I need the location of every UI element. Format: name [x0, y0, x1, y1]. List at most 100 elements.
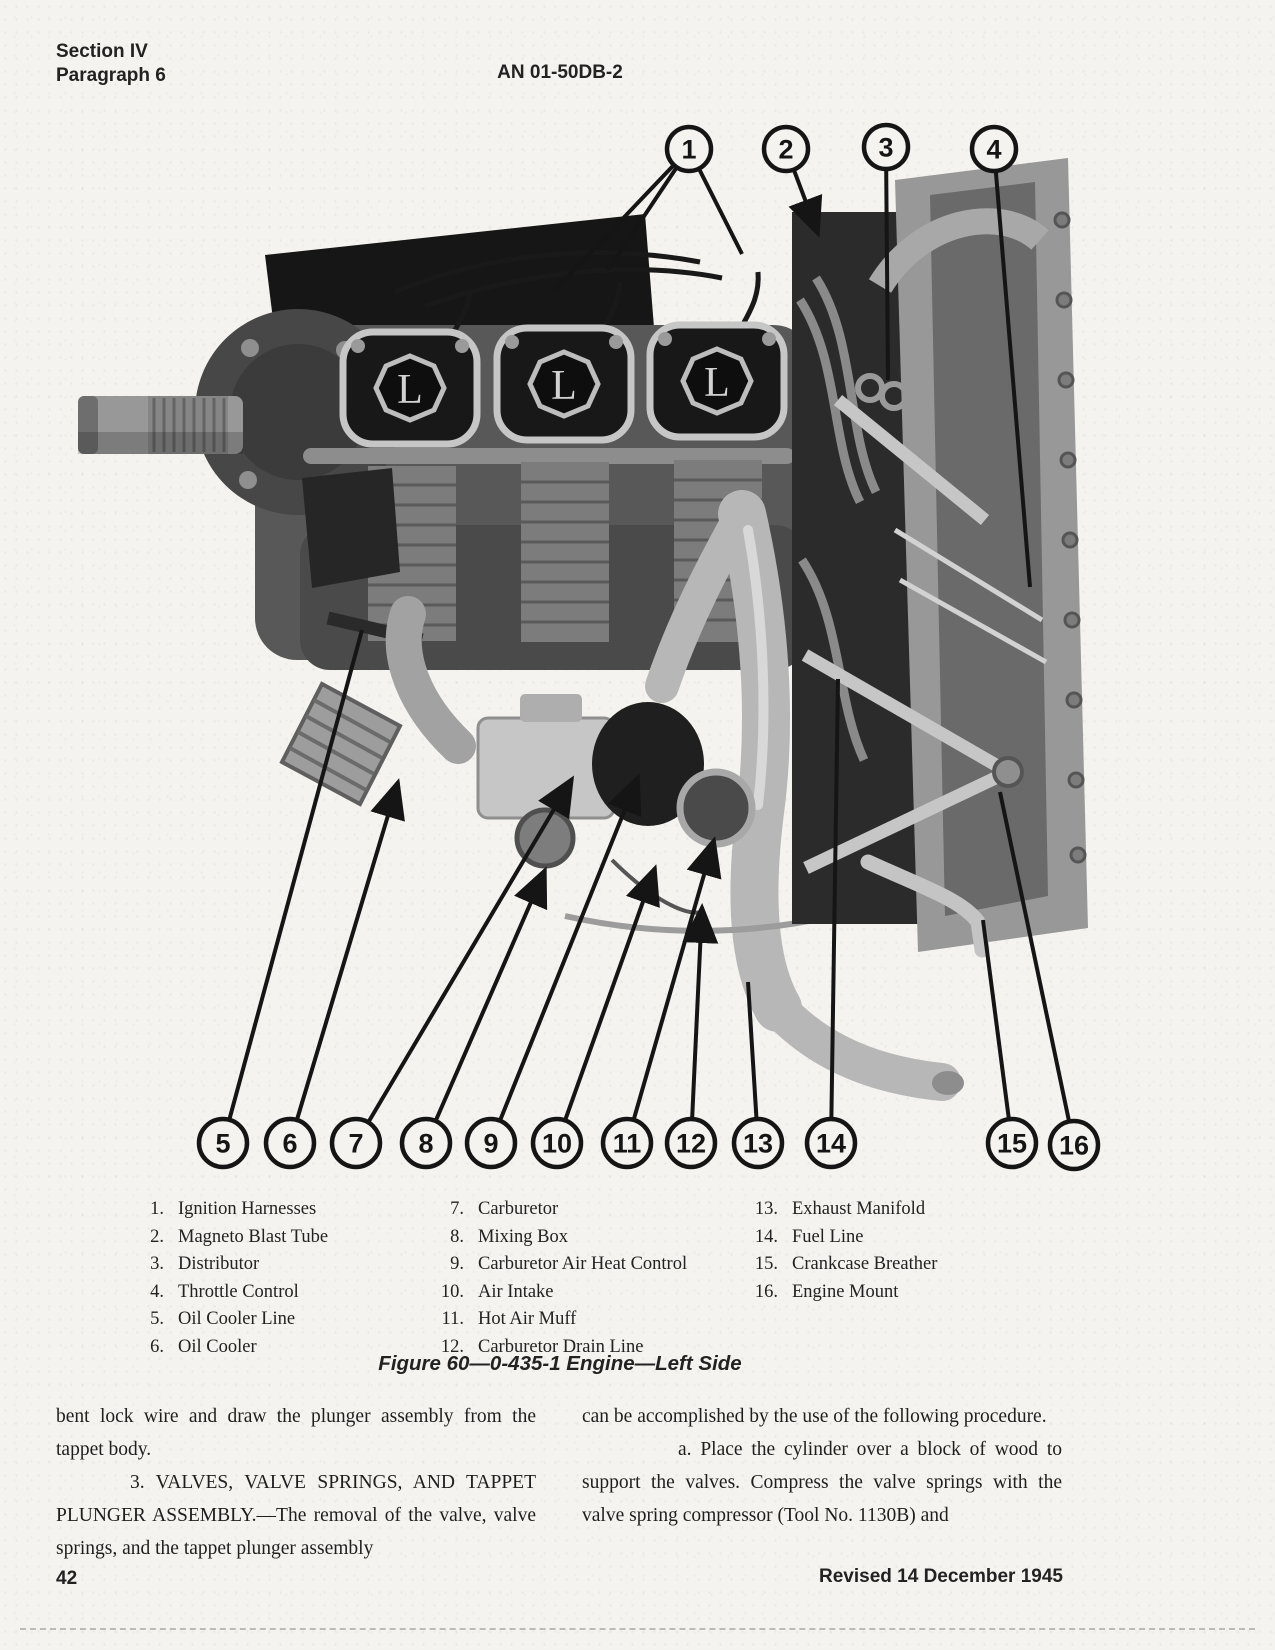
callout-leader-line-3 — [884, 168, 890, 381]
callout-leader-line-11 — [631, 836, 722, 1121]
shadow-backdrop — [265, 214, 655, 360]
legend-item-number: 1. — [150, 1199, 164, 1219]
muff-opening — [676, 768, 756, 848]
engine-figure: L L L — [0, 100, 1275, 1175]
valve-covers: L L L — [339, 321, 788, 448]
svg-text:L: L — [704, 360, 730, 406]
legend-column-3: 13. Exhaust Manifold 14. Fuel Line 15.Crankc… — [742, 1196, 1062, 1306]
doc-number: AN 01-50DB-2 — [497, 62, 623, 83]
legend-item-label: Carburetor — [478, 1199, 559, 1219]
callout-8: 8 — [399, 1116, 453, 1170]
callout-leader-line-7 — [366, 775, 575, 1124]
legend-item-label: Air Intake — [478, 1281, 554, 1302]
intake-elbow — [385, 596, 476, 764]
callout-leader-line-5 — [227, 629, 364, 1121]
svg-text:11: 11 — [613, 1129, 642, 1159]
callout-leader-line-1 — [606, 166, 679, 272]
callout-4: 4 — [969, 124, 1019, 174]
legend-item-number: 14. — [754, 1226, 778, 1247]
svg-text:1: 1 — [681, 135, 696, 165]
legend-item: 7.Carburetor — [428, 1196, 758, 1224]
callout-leader-line-10 — [563, 864, 660, 1122]
legend-item: 13. Exhaust Manifold — [742, 1196, 1062, 1224]
accessory-tubes — [796, 275, 881, 762]
callout-leader-line-6 — [294, 778, 405, 1121]
svg-text:13: 13 — [743, 1129, 773, 1159]
callout-leader-line-14 — [829, 678, 840, 1120]
legend-item-number: 10. — [440, 1281, 464, 1302]
body-left-column: bent lock wire and draw the plunger asse… — [56, 1400, 536, 1565]
svg-text:L: L — [551, 363, 577, 409]
svg-text:16: 16 — [1059, 1131, 1089, 1161]
legend-item: 3.Distributor — [128, 1251, 428, 1279]
legend-item-number: 16. — [754, 1281, 778, 1302]
legend-item-number: 6. — [150, 1336, 164, 1357]
callout-6: 6 — [263, 1116, 317, 1170]
shaft-shading — [78, 432, 243, 454]
legend-item: 15.Crankcase Breather — [742, 1251, 1062, 1279]
bolt — [241, 339, 259, 357]
legend-item-number: 15. — [754, 1254, 778, 1275]
callout-13: 13 — [731, 1116, 785, 1170]
callout-15: 15 — [985, 1116, 1039, 1170]
nose-case-hub — [230, 344, 366, 480]
legend-item: 10. Air Intake — [428, 1279, 758, 1307]
callout-10: 10 — [530, 1116, 584, 1170]
body-paragraph: can be accomplished by the use of the fo… — [582, 1406, 1047, 1427]
svg-text:5: 5 — [215, 1129, 230, 1159]
engine-mount — [801, 394, 1012, 874]
body-paragraph: bent lock wire and draw the plunger asse… — [56, 1406, 536, 1460]
legend-item: 12.Carburetor Drain Line — [428, 1334, 758, 1362]
page-number: 42 — [56, 1568, 78, 1589]
callout-7: 7 — [329, 1116, 383, 1170]
legend-item-label: Carburetor Air Heat Control — [478, 1254, 688, 1275]
valve-cover: L — [646, 321, 788, 441]
legend-item-label: Fuel Line — [792, 1226, 864, 1247]
legend-item-label: Oil Cooler — [178, 1336, 257, 1357]
callout-14: 14 — [804, 1116, 858, 1170]
figure-caption: Figure 60—0-435-1 Engine—Left Side — [378, 1352, 742, 1375]
firewall-rivets — [1053, 211, 1087, 864]
paragraph-number: Paragraph 6 — [56, 65, 166, 86]
legend-item: 1.Ignition Harnesses — [128, 1196, 428, 1224]
svg-text:14: 14 — [816, 1129, 846, 1159]
legend-item-label: Carburetor Drain Line — [478, 1336, 644, 1357]
callout-leader-line-12 — [682, 903, 719, 1120]
body-right-column: can be accomplished by the use of the fo… — [582, 1400, 1062, 1532]
callout-leader-line-2 — [788, 168, 823, 238]
valve-cover: L — [493, 324, 635, 444]
callout-2: 2 — [761, 124, 811, 174]
legend-item-number: 11. — [441, 1309, 464, 1330]
callout-leader-line-8 — [433, 866, 548, 1122]
legend-item-label: Mixing Box — [478, 1226, 568, 1247]
svg-text:9: 9 — [483, 1129, 498, 1159]
legend-item-number: 8. — [450, 1226, 464, 1247]
callout-leader-line-1 — [551, 163, 676, 294]
firewall-shade — [930, 182, 1048, 916]
legend-item: 11. Hot Air Muff — [428, 1306, 758, 1334]
callout-5: 5 — [196, 1116, 250, 1170]
callout-leader-line-9 — [498, 773, 642, 1122]
svg-text:3: 3 — [878, 133, 893, 163]
legend-item: 9.Carburetor Air Heat Control — [428, 1251, 758, 1279]
valve-cover: L — [339, 328, 481, 448]
legend-item: 16.Engine Mount — [742, 1279, 1062, 1307]
header-section-block: Section IV Paragraph 6 — [56, 40, 166, 88]
svg-text:2: 2 — [778, 135, 793, 165]
support-bracket — [302, 468, 400, 588]
legend-item: 8. Mixing Box — [428, 1224, 758, 1252]
section-title: Section IV — [56, 41, 148, 62]
legend-item-label: Exhaust Manifold — [792, 1199, 926, 1219]
page-bottom-edge — [20, 1628, 1255, 1630]
legend-item-label: Magneto Blast Tube — [178, 1226, 329, 1247]
svg-text:8: 8 — [418, 1129, 433, 1159]
body-paragraph: 3. VALVES, VALVE SPRINGS, AND TAPPET PLU… — [56, 1472, 536, 1559]
legend-item-label: Hot Air Muff — [478, 1309, 577, 1330]
legend-item-number: 13. — [754, 1199, 778, 1219]
callout-16: 16 — [1047, 1118, 1101, 1172]
legend-item-label: Oil Cooler Line — [178, 1309, 296, 1330]
carburetor-drain-line — [610, 858, 703, 915]
